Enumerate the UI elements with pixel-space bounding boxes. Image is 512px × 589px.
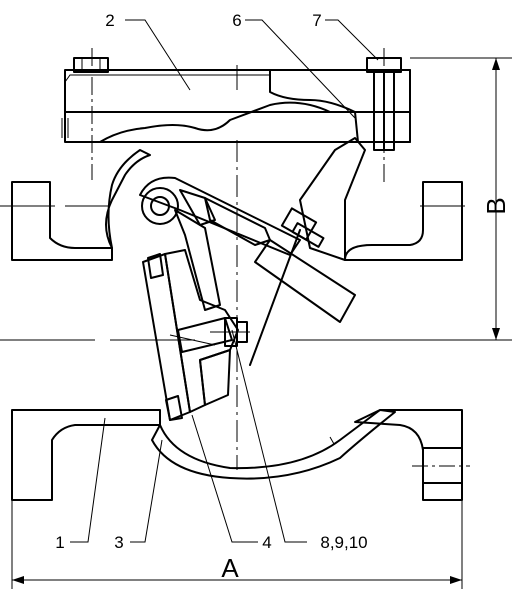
left-flange [11,181,161,501]
right-bolt [366,48,402,182]
callout-1: 1 [55,533,64,552]
callout-7: 7 [312,11,321,30]
dimension-a-label: A [221,553,239,583]
disc-nut [210,317,250,347]
disc [142,249,239,421]
bonnet-cover [61,69,411,143]
callout-4: 4 [262,533,271,552]
dimension-a [11,500,463,589]
dimension-b [410,57,512,340]
callout-6: 6 [232,11,241,30]
body-upper-wall [105,137,366,261]
callout-3: 3 [114,533,123,552]
callout-8-9-10: 8,9,10 [320,533,367,552]
callout-2: 2 [105,11,114,30]
lever-arm [249,207,356,366]
right-flange [344,181,470,501]
body-lower-bowl [151,409,396,480]
dimension-b-label: B [481,197,511,214]
leader-lines [70,19,379,543]
left-bolt [73,48,109,180]
